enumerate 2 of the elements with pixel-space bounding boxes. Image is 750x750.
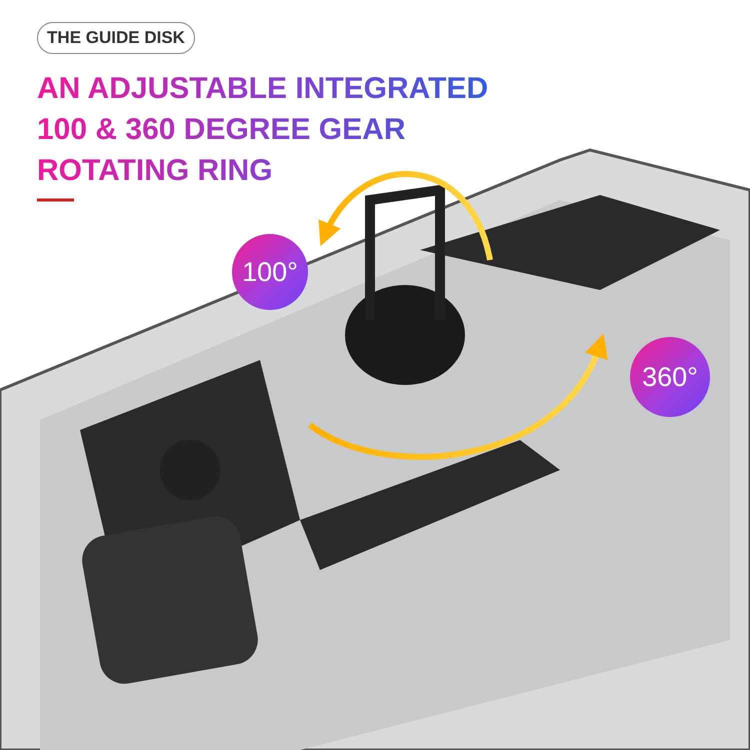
angle-badge: 100° [232,234,308,310]
tag-label: THE GUIDE DISK [37,22,195,54]
